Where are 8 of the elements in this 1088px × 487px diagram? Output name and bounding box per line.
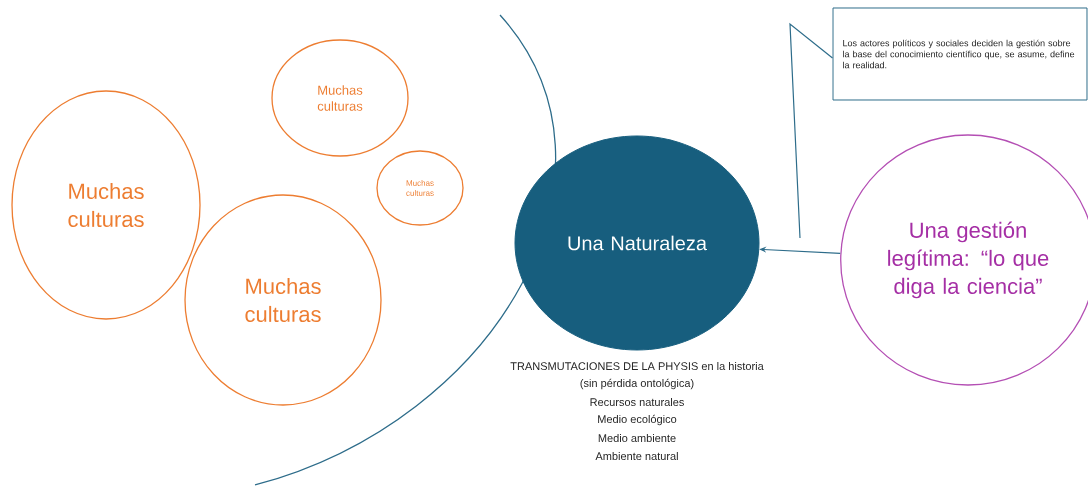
- caption-line: Medio ambiente: [598, 433, 676, 443]
- caption-line: TRANSMUTACIONES DE LA PHYSIS en la historia: [510, 361, 764, 371]
- caption-line: Recursos naturales: [590, 397, 684, 407]
- caption-line: Ambiente natural: [595, 451, 678, 461]
- leader-line: [789, 22, 834, 239]
- caption-line: Medio ecológico: [598, 414, 677, 426]
- caption-line: (sin pérdida ontológica): [580, 378, 694, 390]
- callout-box: Los actores políticos y sociales deciden la gestión sobre la base del conocimiento científico que, se asume, define la realidad.: [832, 7, 1088, 101]
